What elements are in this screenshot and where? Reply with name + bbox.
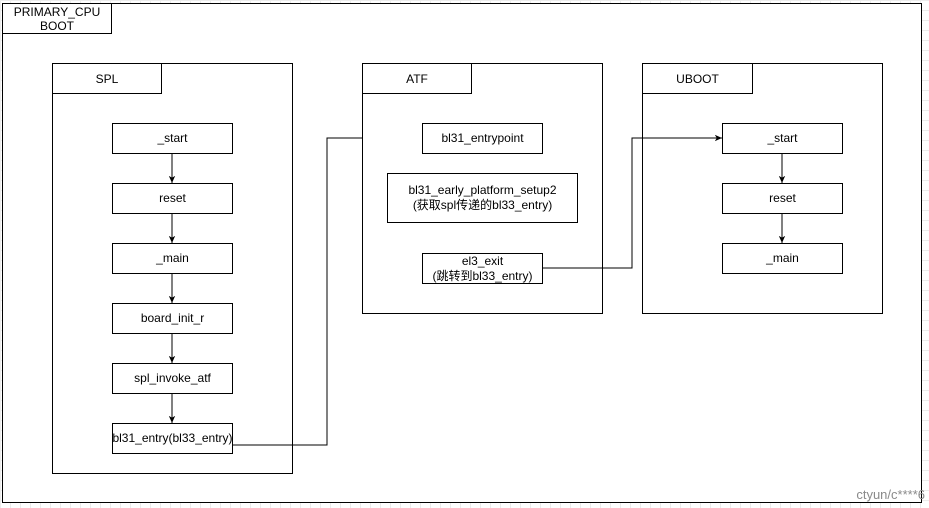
spl-node-bl31-entry: bl31_entry(bl33_entry) [112,423,233,454]
atf-title-tab: ATF [362,63,472,94]
spl-node-reset-label: reset [159,191,186,205]
uboot-node-start: _start [722,123,843,154]
spl-node-main-label: _main [156,251,189,265]
uboot-title: UBOOT [676,71,719,86]
spl-node-spl-invoke-atf-label: spl_invoke_atf [134,371,211,385]
outer-title-line2: BOOT [39,18,74,33]
uboot-title-tab: UBOOT [642,63,753,94]
atf-node-early-platform-setup-line2: (获取spl传递的bl33_entry) [412,198,553,212]
spl-node-board-init-r: board_init_r [112,303,233,334]
watermark: ctyun/c****6 [856,487,925,502]
spl-node-start-label: _start [157,131,188,145]
atf-title: ATF [406,71,428,86]
atf-node-el3-exit-line1: el3_exit [461,253,504,268]
spl-node-board-init-r-label: board_init_r [140,311,205,325]
atf-to-uboot-connector [542,134,722,269]
spl-node-reset: reset [112,183,233,214]
uboot-node-main: _main [722,243,843,274]
atf-node-early-platform-setup-line1: bl31_early_platform_setup2 [408,183,557,197]
spl-to-atf-connector [232,137,362,446]
spl-node-start: _start [112,123,233,154]
spl-title-tab: SPL [52,63,162,94]
spl-node-main: _main [112,243,233,274]
atf-node-bl31-entrypoint: bl31_entrypoint [422,123,543,154]
atf-node-el3-exit: el3_exit (跳转到bl33_entry) [422,253,543,284]
spl-node-spl-invoke-atf: spl_invoke_atf [112,363,233,394]
uboot-node-reset-label: reset [769,191,796,205]
atf-node-el3-exit-line2: (跳转到bl33_entry) [432,268,533,283]
atf-node-bl31-entrypoint-label: bl31_entrypoint [441,131,524,145]
atf-node-early-platform-setup: bl31_early_platform_setup2 (获取spl传递的bl33… [387,173,578,223]
uboot-node-reset: reset [722,183,843,214]
outer-title-tab: PRIMARY_CPU BOOT [2,3,112,34]
spl-node-bl31-entry-label: bl31_entry(bl33_entry) [112,431,233,445]
uboot-node-start-label: _start [767,131,798,145]
spl-title: SPL [95,71,119,86]
uboot-node-main-label: _main [766,251,799,265]
outer-title-line1: PRIMARY_CPU [13,4,101,19]
